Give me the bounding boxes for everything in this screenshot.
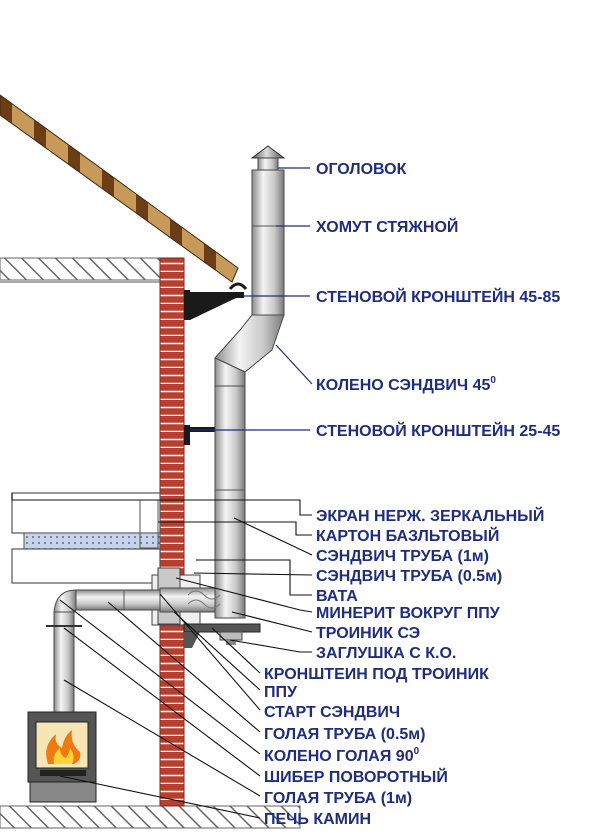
label-golaya-1m: ГОЛАЯ ТРУБА (1м) xyxy=(264,790,412,807)
label-sendvich-1m: СЭНДВИЧ ТРУБА (1м) xyxy=(316,548,489,565)
label-koleno-golaya: КОЛЕНО ГОЛАЯ 900 xyxy=(264,746,420,765)
label-troinik: ТРОИНИК СЭ xyxy=(316,625,420,642)
label-kronshtein-25-45: СТЕНОВОЙ КРОНШТЕЙН 25-45 xyxy=(316,421,560,440)
floor-hatch xyxy=(0,805,301,829)
labels: ОГОЛОВОК ХОМУТ СТЯЖНОЙ СТЕНОВОЙ КРОНШТЕЙ… xyxy=(264,161,560,828)
label-ogolovok: ОГОЛОВОК xyxy=(316,161,407,178)
wall-bracket-25-45 xyxy=(184,425,216,445)
label-homut: ХОМУТ СТЯЖНОЙ xyxy=(316,217,458,236)
horizontal-bare-pipe xyxy=(53,589,161,613)
tee-bracket xyxy=(183,623,261,648)
label-kronshtein-45-85: СТЕНОВОЙ КРОНШТЕЙН 45-85 xyxy=(316,287,560,306)
leader-lines-right xyxy=(190,167,313,431)
fire-icon xyxy=(46,730,81,764)
label-pech: ПЕЧЬ КАМИН xyxy=(264,811,371,828)
label-karton: КАРТОН БАЗЛЬТОВЫЙ xyxy=(316,526,499,545)
fireplace-stove-icon xyxy=(27,711,97,803)
label-shiber: ШИБЕР ПОВОРОТНЫЙ xyxy=(264,767,448,786)
cone-cap-icon xyxy=(250,145,286,171)
label-koleno-sendvich: КОЛЕНО СЭНДВИЧ 450 xyxy=(316,375,496,394)
vertical-bare-pipe xyxy=(46,611,82,713)
label-sendvich-05m: СЭНДВИЧ ТРУБА (0.5м) xyxy=(316,568,502,585)
roof xyxy=(0,94,239,283)
label-start-sendvich: СТАРТ СЭНДВИЧ xyxy=(264,704,400,721)
label-minerit: МИНЕРИТ ВОКРУГ ППУ xyxy=(316,605,501,622)
wall-bracket-45-85 xyxy=(184,282,248,320)
label-vata: ВАТА xyxy=(316,588,358,605)
leader-lines-lower xyxy=(11,493,313,819)
upper-sandwich-pipe xyxy=(251,169,285,316)
label-golaya-05m: ГОЛАЯ ТРУБА (0.5м) xyxy=(264,726,425,743)
interfloor-slab xyxy=(11,492,161,584)
label-zaglushka: ЗАГЛУШКА С К.О. xyxy=(316,645,456,662)
ceiling-hatch-top xyxy=(0,257,161,281)
label-kronshtein-troinik: КРОНШТЕИН ПОД ТРОИНИК xyxy=(264,666,489,683)
brick-wall xyxy=(159,257,185,807)
label-ppu: ППУ xyxy=(264,684,298,701)
label-ekran: ЭКРАН НЕРЖ. ЗЕРКАЛЬНЫЙ xyxy=(316,506,544,525)
sandwich-elbow-45 xyxy=(214,314,285,387)
lower-sandwich-pipe xyxy=(214,385,246,619)
